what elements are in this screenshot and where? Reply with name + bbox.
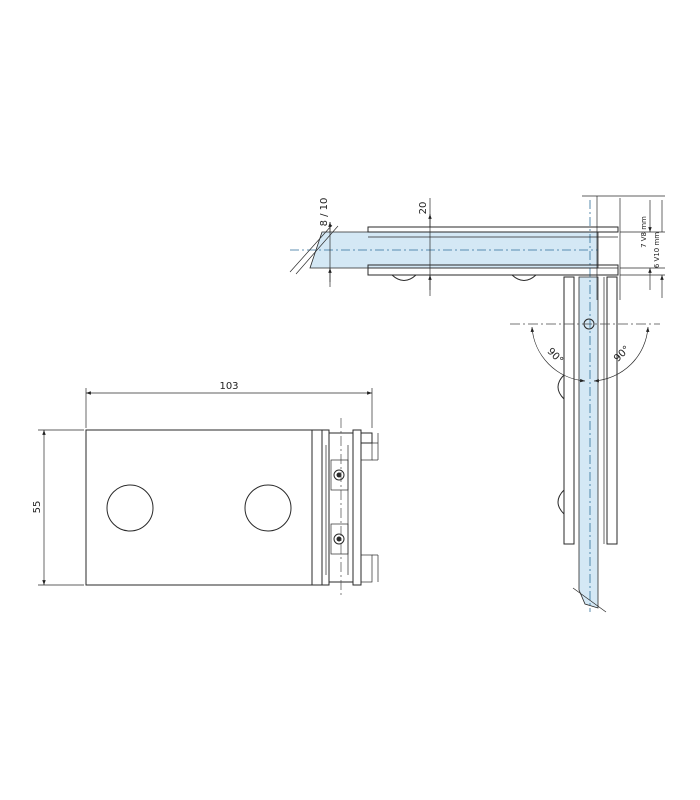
dimension-glass-thickness: 8 / 10 <box>319 198 332 287</box>
screw-icon <box>333 469 345 481</box>
clamp-body-horizontal <box>367 226 619 281</box>
front-view: 103 55 <box>32 381 379 598</box>
angle-right-label: 90° <box>612 344 632 364</box>
offset-v10-label: 6 V10 mm <box>653 232 661 268</box>
dimension-height: 55 <box>32 429 84 586</box>
screw-icon <box>333 533 345 545</box>
mounting-hole-left <box>106 484 154 532</box>
body-thickness-label: 20 <box>418 202 429 215</box>
glass-thickness-label: 8 / 10 <box>319 198 330 227</box>
dimension-body-thickness: 20 <box>418 202 432 290</box>
offset-v8-label: 7 V8 mm <box>640 216 648 248</box>
clamp-plate <box>85 429 313 586</box>
dimension-offsets: 7 V8 mm 6 V10 mm <box>620 200 665 298</box>
mounting-hole-right <box>244 484 292 532</box>
clamp-side-profile <box>311 429 379 586</box>
dimension-width: 103 <box>85 381 373 428</box>
height-dimension-label: 55 <box>32 501 43 514</box>
glass-panel-vertical <box>578 276 599 609</box>
width-dimension-label: 103 <box>219 381 238 392</box>
section-view: 8 / 10 20 7 V8 mm 6 V10 mm 90° 90° <box>289 195 665 613</box>
